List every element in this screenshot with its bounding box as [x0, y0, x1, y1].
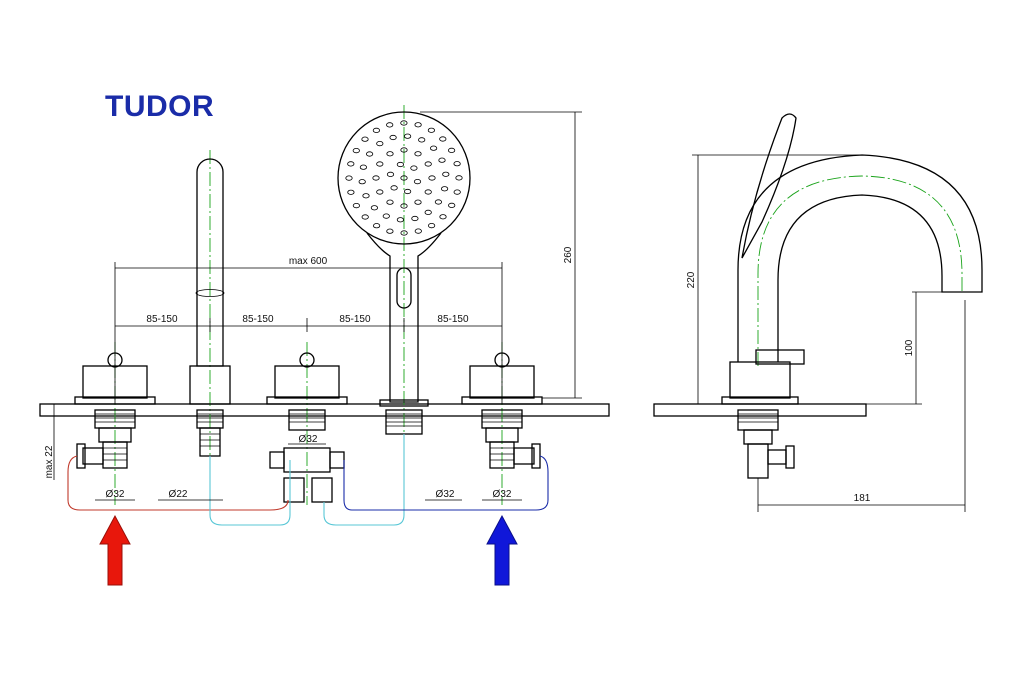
dim-max-deck: max 22 — [44, 445, 55, 478]
dim-max-span: max 600 — [289, 256, 328, 267]
shower-nozzle — [403, 188, 412, 195]
shower-nozzle — [376, 161, 384, 167]
shower-nozzle — [440, 186, 449, 192]
shower-nozzle — [386, 228, 394, 234]
shower-nozzle — [352, 148, 360, 154]
shower-nozzle — [427, 127, 435, 133]
dim-spacing-1: 85-150 — [146, 314, 178, 325]
shower-nozzle — [414, 228, 422, 234]
shower-nozzle — [413, 179, 422, 185]
dim-dia-right-a: Ø32 — [436, 489, 455, 500]
shower-nozzle — [400, 147, 408, 153]
shower-nozzle — [358, 179, 366, 185]
side-view: 220 100 181 — [653, 113, 983, 512]
front-dimensions: max 600 85-150 85-150 85-150 85-150 260 … — [44, 111, 582, 501]
shower-nozzle — [372, 175, 380, 181]
shower-nozzle — [352, 203, 360, 209]
shower-nozzle — [448, 202, 456, 208]
shower-nozzle — [442, 171, 450, 177]
shower-nozzle — [372, 127, 380, 133]
shower-nozzle — [424, 209, 432, 215]
dim-dia-center: Ø32 — [299, 434, 318, 445]
shower-nozzle — [427, 223, 436, 229]
blue-up-arrow-icon — [486, 514, 518, 586]
shower-nozzle — [400, 175, 408, 181]
shower-nozzle — [414, 151, 422, 157]
mixed-pipe-shower — [323, 434, 405, 526]
shower-nozzle — [414, 122, 422, 128]
shower-nozzle — [345, 175, 353, 181]
shower-nozzle — [359, 164, 367, 170]
dim-spacing-4: 85-150 — [437, 314, 469, 325]
shower-nozzle — [365, 151, 374, 157]
shower-nozzle — [389, 134, 397, 141]
shower-nozzle — [414, 199, 422, 205]
dim-spout-outlet-height: 100 — [904, 339, 915, 356]
shower-nozzle — [376, 141, 384, 147]
shower-nozzle — [453, 161, 461, 167]
product-title: TUDOR — [105, 90, 215, 123]
shower-nozzle — [370, 205, 378, 211]
shower-nozzle — [390, 185, 398, 191]
shower-nozzles — [345, 120, 463, 236]
shower-nozzle — [400, 120, 408, 126]
red-up-arrow-icon — [99, 514, 131, 586]
shower-nozzle — [386, 199, 394, 205]
dim-spout-height: 220 — [686, 271, 697, 288]
shower-nozzle — [361, 214, 369, 220]
shower-nozzle — [453, 189, 461, 195]
shower-nozzle — [447, 147, 456, 153]
shower-nozzle — [347, 161, 355, 167]
shower-nozzle — [396, 217, 404, 223]
shower-nozzle — [455, 175, 463, 181]
shower-nozzle — [424, 161, 432, 167]
shower-nozzle — [428, 175, 436, 181]
shower-nozzle — [382, 213, 390, 219]
shower-nozzle — [418, 137, 426, 143]
shower-nozzle — [424, 189, 432, 195]
shower-nozzle — [439, 136, 447, 142]
diverter-valve — [266, 352, 348, 503]
dim-shower-height: 260 — [563, 246, 574, 263]
shower-nozzle — [400, 203, 408, 209]
shower-nozzle — [347, 189, 355, 195]
shower-nozzle — [410, 165, 418, 171]
shower-nozzle — [386, 171, 395, 177]
shower-nozzle — [372, 223, 381, 229]
shower-nozzle — [376, 189, 384, 195]
shower-nozzle — [439, 214, 447, 220]
dim-spout-reach: 181 — [854, 493, 871, 504]
shower-nozzle — [429, 145, 438, 151]
cold-supply-pipe — [343, 455, 549, 511]
hand-shower — [337, 111, 471, 435]
dim-spacing-2: 85-150 — [242, 314, 274, 325]
shower-nozzle — [396, 161, 404, 168]
shower-nozzle — [362, 193, 370, 199]
dim-spacing-3: 85-150 — [339, 314, 371, 325]
shower-nozzle — [400, 230, 408, 236]
dim-dia-left: Ø32 — [106, 489, 125, 500]
shower-nozzle — [386, 151, 394, 157]
shower-nozzle — [386, 122, 394, 128]
dim-dia-right-b: Ø32 — [493, 489, 512, 500]
front-view: max 600 85-150 85-150 85-150 85-150 260 … — [39, 105, 610, 586]
shower-nozzle — [403, 133, 412, 139]
mixed-pipe-spout — [209, 456, 291, 526]
shower-nozzle — [411, 215, 419, 222]
shower-nozzle — [361, 136, 369, 142]
hot-supply-pipe — [67, 455, 289, 511]
dim-dia-spout: Ø22 — [169, 489, 188, 500]
shower-nozzle — [438, 157, 446, 163]
shower-nozzle — [434, 199, 442, 205]
